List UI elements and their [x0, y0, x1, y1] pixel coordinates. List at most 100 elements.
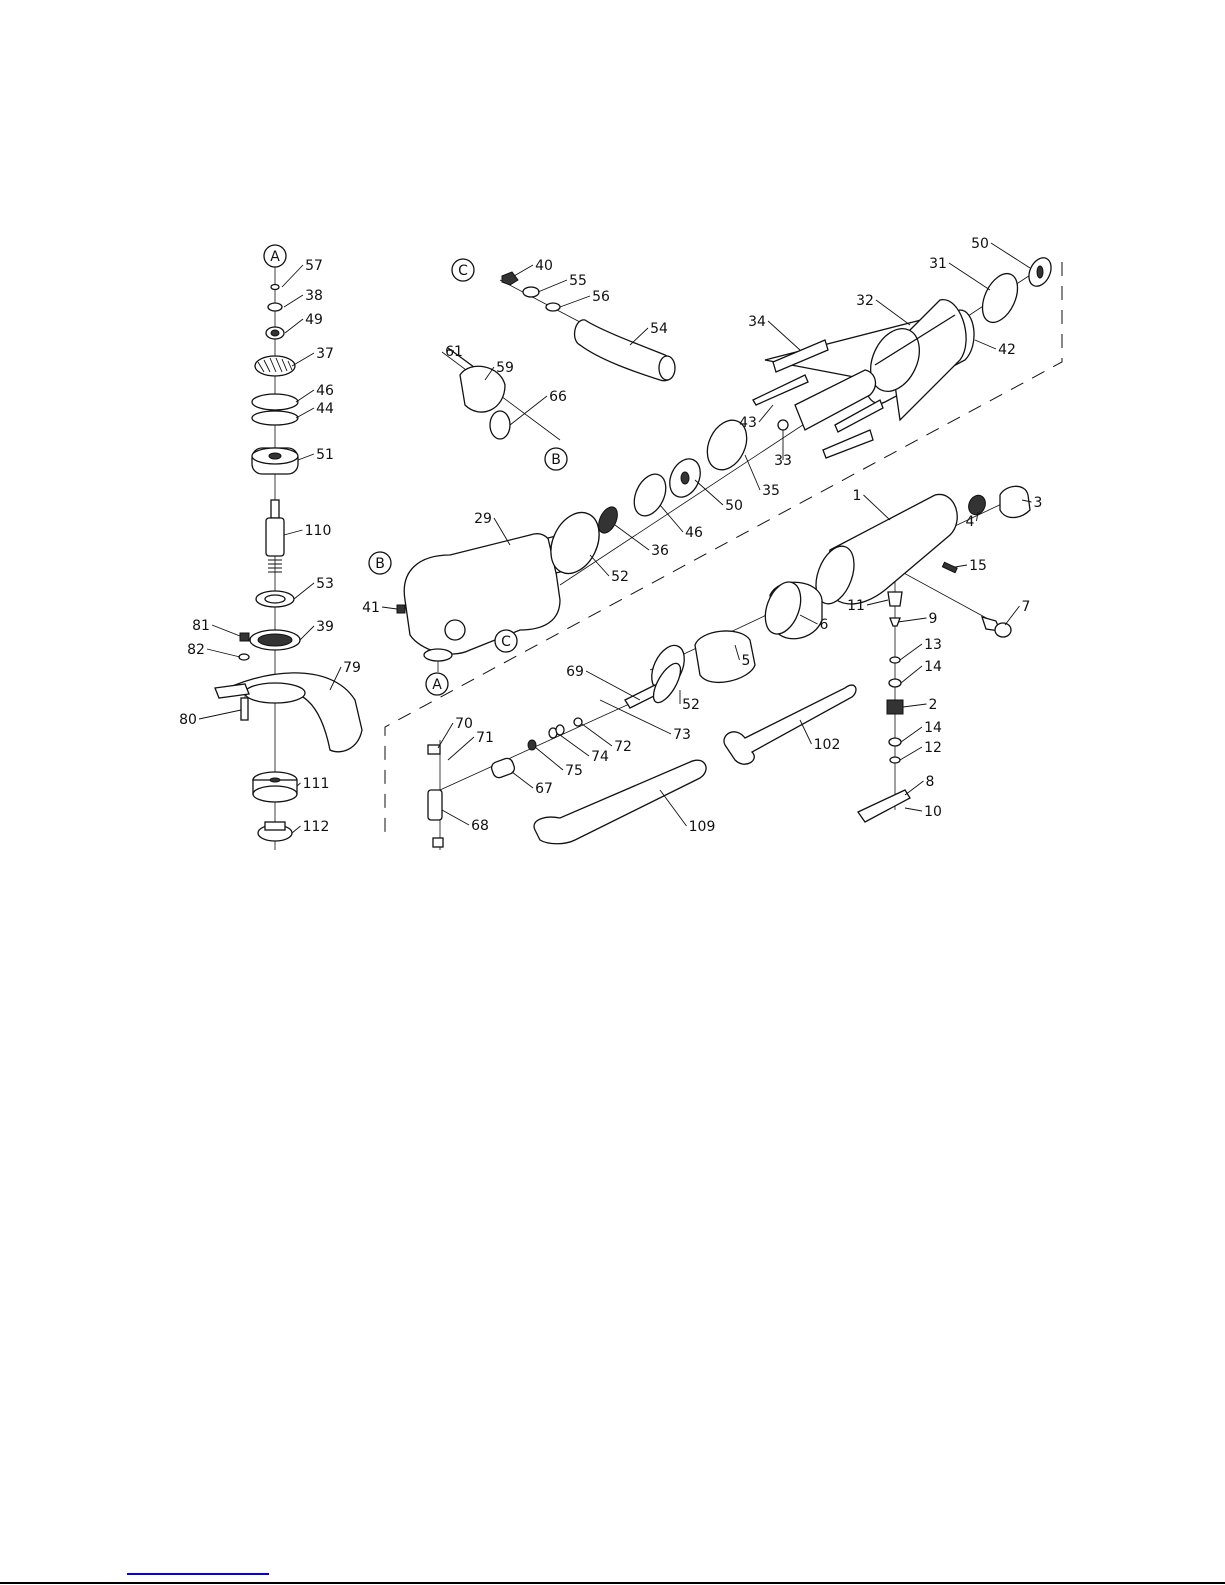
part-label-56: 56 [592, 289, 610, 305]
leader-line [694, 479, 724, 506]
leader-line [902, 703, 927, 708]
assembly-guide-dashed-line [384, 262, 1063, 832]
leader-line [990, 242, 1031, 269]
leader-line [291, 825, 301, 834]
leader-line [954, 564, 968, 568]
part-label-14: 14 [924, 720, 942, 736]
leader-line [441, 809, 470, 826]
part-label-68: 68 [471, 818, 489, 834]
leader-line [534, 746, 564, 771]
part-label-10: 10 [924, 804, 942, 820]
part-label-42: 42 [998, 342, 1016, 358]
leader-line [283, 529, 303, 536]
leader-line [293, 582, 315, 600]
part-label-53: 53 [316, 576, 334, 592]
part-label-59: 59 [496, 360, 514, 376]
part-number-labels: 5738493746445111053397981828011111240555… [179, 236, 1042, 835]
part-label-3: 3 [1034, 495, 1043, 511]
leader-line [484, 366, 495, 381]
leader-line [900, 726, 923, 743]
part-label-50: 50 [725, 498, 743, 514]
part-label-54: 54 [650, 321, 668, 337]
leader-line [875, 299, 911, 326]
part-label-82: 82 [187, 642, 205, 658]
leader-line [866, 599, 889, 606]
part-label-51: 51 [316, 447, 334, 463]
leader-line [198, 709, 242, 720]
leader-line [585, 670, 641, 701]
leader-line [281, 264, 304, 288]
leader-line [659, 504, 684, 533]
part-label-29: 29 [474, 511, 492, 527]
part-label-7: 7 [1022, 599, 1031, 615]
part-label-35: 35 [762, 483, 780, 499]
leader-line [559, 734, 590, 757]
leader-line [513, 264, 534, 277]
leader-line [329, 666, 342, 691]
part-label-74: 74 [591, 749, 609, 765]
part-label-70: 70 [455, 716, 473, 732]
leader-line [299, 625, 315, 641]
leader-line [447, 736, 475, 761]
part-label-52: 52 [682, 697, 700, 713]
part-label-39: 39 [316, 619, 334, 635]
part-label-55: 55 [569, 273, 587, 289]
gear-housing [396, 419, 748, 662]
part-label-12: 12 [924, 740, 942, 756]
leader-line [974, 339, 997, 350]
part-label-8: 8 [926, 774, 935, 790]
callout-b-housing: B [375, 556, 385, 572]
side-handle-group [447, 271, 676, 440]
part-label-11: 11 [847, 598, 865, 614]
part-label-43: 43 [739, 415, 757, 431]
part-label-57: 57 [305, 258, 323, 274]
page-bottom-rule [0, 1582, 1225, 1584]
part-label-46: 46 [316, 383, 334, 399]
leader-line [744, 454, 761, 491]
leader-line [284, 318, 304, 334]
leader-line [799, 719, 812, 745]
part-label-81: 81 [192, 618, 210, 634]
part-label-31: 31 [929, 256, 947, 272]
callout-a-housing: A [432, 677, 442, 693]
part-label-14: 14 [924, 659, 942, 675]
part-label-36: 36 [651, 543, 669, 559]
part-label-32: 32 [856, 293, 874, 309]
part-label-41: 41 [362, 600, 380, 616]
motor-group [752, 257, 1052, 459]
part-label-49: 49 [305, 312, 323, 328]
part-label-66: 66 [549, 389, 567, 405]
part-label-37: 37 [316, 346, 334, 362]
leader-line [291, 352, 315, 367]
leader-line [447, 349, 455, 352]
leader-line [629, 327, 649, 346]
leader-line [211, 624, 241, 637]
leader-line [295, 407, 315, 419]
callout-a-top: A [270, 249, 280, 265]
leader-line [948, 262, 991, 291]
part-label-5: 5 [742, 653, 751, 669]
footer-link[interactable] [127, 1573, 269, 1575]
wrenches [533, 684, 857, 845]
leader-line [976, 511, 979, 522]
leader-line [511, 771, 534, 789]
leader-line [509, 395, 548, 426]
part-label-34: 34 [748, 314, 766, 330]
part-label-69: 69 [566, 664, 584, 680]
leader-line [297, 453, 315, 461]
leader-line [206, 648, 241, 658]
leader-line [897, 617, 927, 623]
leader-line [734, 644, 740, 661]
leader-line [283, 294, 304, 308]
leader-line [296, 782, 301, 787]
leader-line [599, 699, 672, 735]
leader-line [581, 723, 613, 747]
leader-line [863, 494, 891, 521]
part-label-6: 6 [820, 617, 829, 633]
motor-housing [651, 485, 1031, 823]
part-label-50: 50 [971, 236, 989, 252]
leader-line [899, 746, 923, 761]
callout-b-handle: B [551, 452, 561, 468]
part-label-13: 13 [924, 637, 942, 653]
part-label-33: 33 [774, 453, 792, 469]
